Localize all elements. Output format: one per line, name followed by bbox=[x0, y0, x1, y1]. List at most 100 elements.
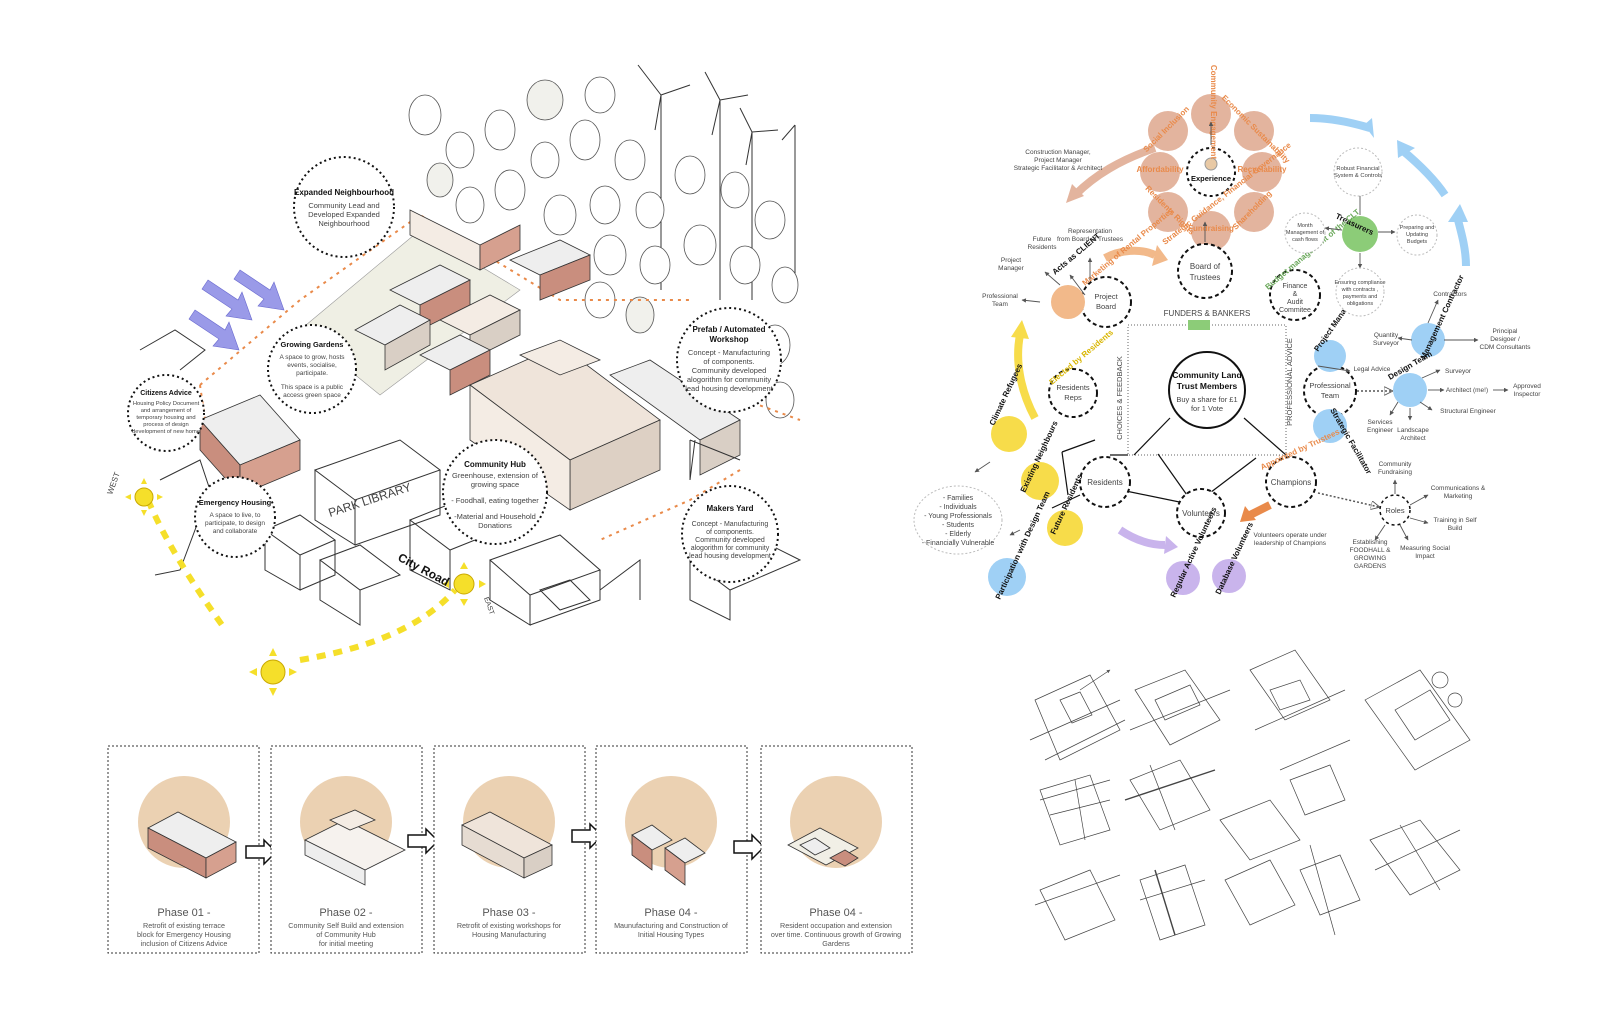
plan-sketch bbox=[1139, 864, 1206, 941]
bubble-line: Community developed bbox=[692, 366, 767, 375]
petal-label: Recyclability bbox=[1238, 165, 1287, 174]
center-title: Community Land bbox=[1172, 370, 1241, 380]
plan-sketches bbox=[1029, 649, 1471, 941]
bubble-line: lead housing development bbox=[689, 553, 771, 560]
note-construction: Construction Manager, bbox=[1025, 149, 1091, 156]
bubble-line: -Material and Household bbox=[454, 512, 536, 521]
families-line: - Elderly bbox=[945, 531, 971, 538]
org-notes: Construction Manager, Project Manager St… bbox=[982, 149, 1124, 308]
center-sub: Buy a share for £1 bbox=[1176, 395, 1237, 404]
bubble-title: Makers Yard bbox=[707, 504, 754, 513]
note-approved: Approved bbox=[1513, 383, 1541, 390]
plan-sketch bbox=[1249, 649, 1346, 731]
phase-title: Phase 03 - bbox=[482, 907, 536, 919]
note-surveyor: Surveyor bbox=[1445, 368, 1472, 375]
node-champions: Champions bbox=[1265, 456, 1317, 508]
bubble-line: Concept - Manufacturing bbox=[692, 521, 769, 528]
bubble-title-2: Workshop bbox=[710, 335, 749, 344]
bubble-line: temporary housing and bbox=[136, 415, 195, 421]
node-label: & bbox=[1293, 291, 1298, 298]
bubble-line: alogorithm for community bbox=[691, 545, 770, 552]
future-residents-node bbox=[1047, 510, 1083, 546]
phase-title: Phase 04 - bbox=[809, 907, 863, 919]
center-sub: for 1 Vote bbox=[1191, 404, 1223, 413]
database-volunteers-node bbox=[1212, 559, 1246, 593]
bubble-line: Greenhouse, extension of bbox=[452, 471, 539, 480]
bubble-line: Concept - Manufacturing bbox=[688, 348, 770, 357]
wind-arrows bbox=[188, 269, 285, 351]
phase-desc: Retrofit of existing terrace bbox=[143, 921, 225, 930]
curve-arrow-blue-1 bbox=[1309, 114, 1372, 132]
note-approved: Inspector bbox=[1514, 391, 1542, 398]
sun-path bbox=[125, 478, 486, 696]
bubble-line: of components. bbox=[706, 529, 754, 536]
curve-arrow-yellow bbox=[1014, 334, 1039, 420]
bubble-line: lead housing development bbox=[685, 384, 773, 393]
note-establishing: Establishing bbox=[1352, 539, 1387, 546]
note-landscape: Architect bbox=[1400, 435, 1425, 442]
note-establishing: GARDENS bbox=[1354, 563, 1387, 570]
bubble-line: A space to grow, hosts bbox=[279, 354, 345, 361]
experience-label: Experience bbox=[1191, 174, 1231, 183]
bubble-line: Community Lead and bbox=[308, 201, 379, 210]
curve-arrow-blue-2 bbox=[1399, 146, 1449, 198]
note-architect: Architect (me!) bbox=[1446, 387, 1488, 394]
bubble-line: participate, to design bbox=[205, 520, 265, 527]
participation-node bbox=[988, 558, 1026, 596]
bubble-community-hub: Community Hub Greenhouse, extension of g… bbox=[442, 439, 548, 545]
existing-neighbours-node bbox=[1021, 462, 1059, 500]
note-principal: Desigoer / bbox=[1490, 336, 1520, 343]
phase-card: Phase 02 - Community Self Build and exte… bbox=[270, 745, 423, 954]
note-ensuring: Ensuring compliance bbox=[1334, 280, 1385, 286]
plan-sketch bbox=[1364, 669, 1471, 771]
wind-turbines bbox=[637, 64, 796, 300]
clt-members-node: Community Land Trust Members Buy a share… bbox=[1168, 351, 1246, 429]
families-line: - Families bbox=[943, 495, 974, 502]
node-label: Finance bbox=[1283, 283, 1308, 290]
plan-sketch bbox=[1039, 774, 1111, 846]
bubble-line: access green space bbox=[283, 392, 341, 399]
note-measuring: Measuring Social bbox=[1400, 545, 1450, 552]
node-roles: Roles bbox=[1379, 494, 1411, 526]
node-label: Roles bbox=[1385, 506, 1404, 515]
green-arrow-bar bbox=[1188, 320, 1210, 330]
arrow-champions-volunteers bbox=[1248, 501, 1272, 519]
note-quantity: Quantity bbox=[1374, 332, 1399, 339]
bubble-line: Neighbourhood bbox=[318, 219, 369, 228]
note-volunteers: leadership of Champions bbox=[1254, 540, 1327, 547]
bubble-line: Community developed bbox=[695, 537, 765, 544]
note-structural: Structural Engineer bbox=[1440, 408, 1496, 415]
treasurers-node bbox=[1342, 216, 1378, 252]
bubble-title: Growing Gardens bbox=[281, 340, 344, 349]
phase-desc: Initial Housing Types bbox=[638, 930, 705, 939]
note-training: Build bbox=[1448, 525, 1463, 532]
note-professional-team: Professional bbox=[982, 293, 1018, 300]
park-library-label: PARK LIBRARY bbox=[327, 480, 413, 520]
note-comms: Marketing bbox=[1444, 493, 1473, 500]
design-team-node bbox=[1393, 373, 1427, 407]
phase-card: Phase 03 - Retrofit of existing workshop… bbox=[433, 745, 586, 954]
note-robust: Robust Financial bbox=[1336, 166, 1379, 172]
note-month: Management of bbox=[1286, 230, 1325, 236]
note-month: cash flows bbox=[1292, 237, 1318, 243]
bubble-line: Housing Policy Document bbox=[133, 401, 200, 407]
bubble-line: A space to live, to bbox=[210, 512, 261, 519]
bubble-makers-yard: Makers Yard Concept - Manufacturing of c… bbox=[681, 485, 779, 583]
sun-icon-west bbox=[134, 487, 154, 507]
city-road-label: City Road bbox=[396, 550, 452, 589]
node-residents: Residents bbox=[1079, 456, 1131, 508]
crane bbox=[689, 439, 741, 481]
sun-icon-south bbox=[260, 659, 286, 685]
note-services: Services bbox=[1368, 419, 1394, 426]
center-title: Trust Members bbox=[1177, 381, 1238, 391]
node-label: Reps bbox=[1064, 393, 1082, 402]
phases-strip: Phase 01 - Retrofit of existing terrace … bbox=[107, 745, 913, 954]
curve-arrow-blue-3 bbox=[1454, 218, 1470, 267]
phase-desc: of Community Hub bbox=[316, 930, 376, 939]
housing-blocks bbox=[199, 209, 591, 497]
node-label: Team bbox=[1321, 391, 1339, 400]
families-bubble: - Families - Individuals - Young Profess… bbox=[913, 485, 1003, 555]
phase-title: Phase 04 - bbox=[644, 907, 698, 919]
note-project-manager: Manager bbox=[998, 265, 1024, 272]
frame-left-label: CHOICES & FEEDBACK bbox=[1115, 356, 1124, 440]
